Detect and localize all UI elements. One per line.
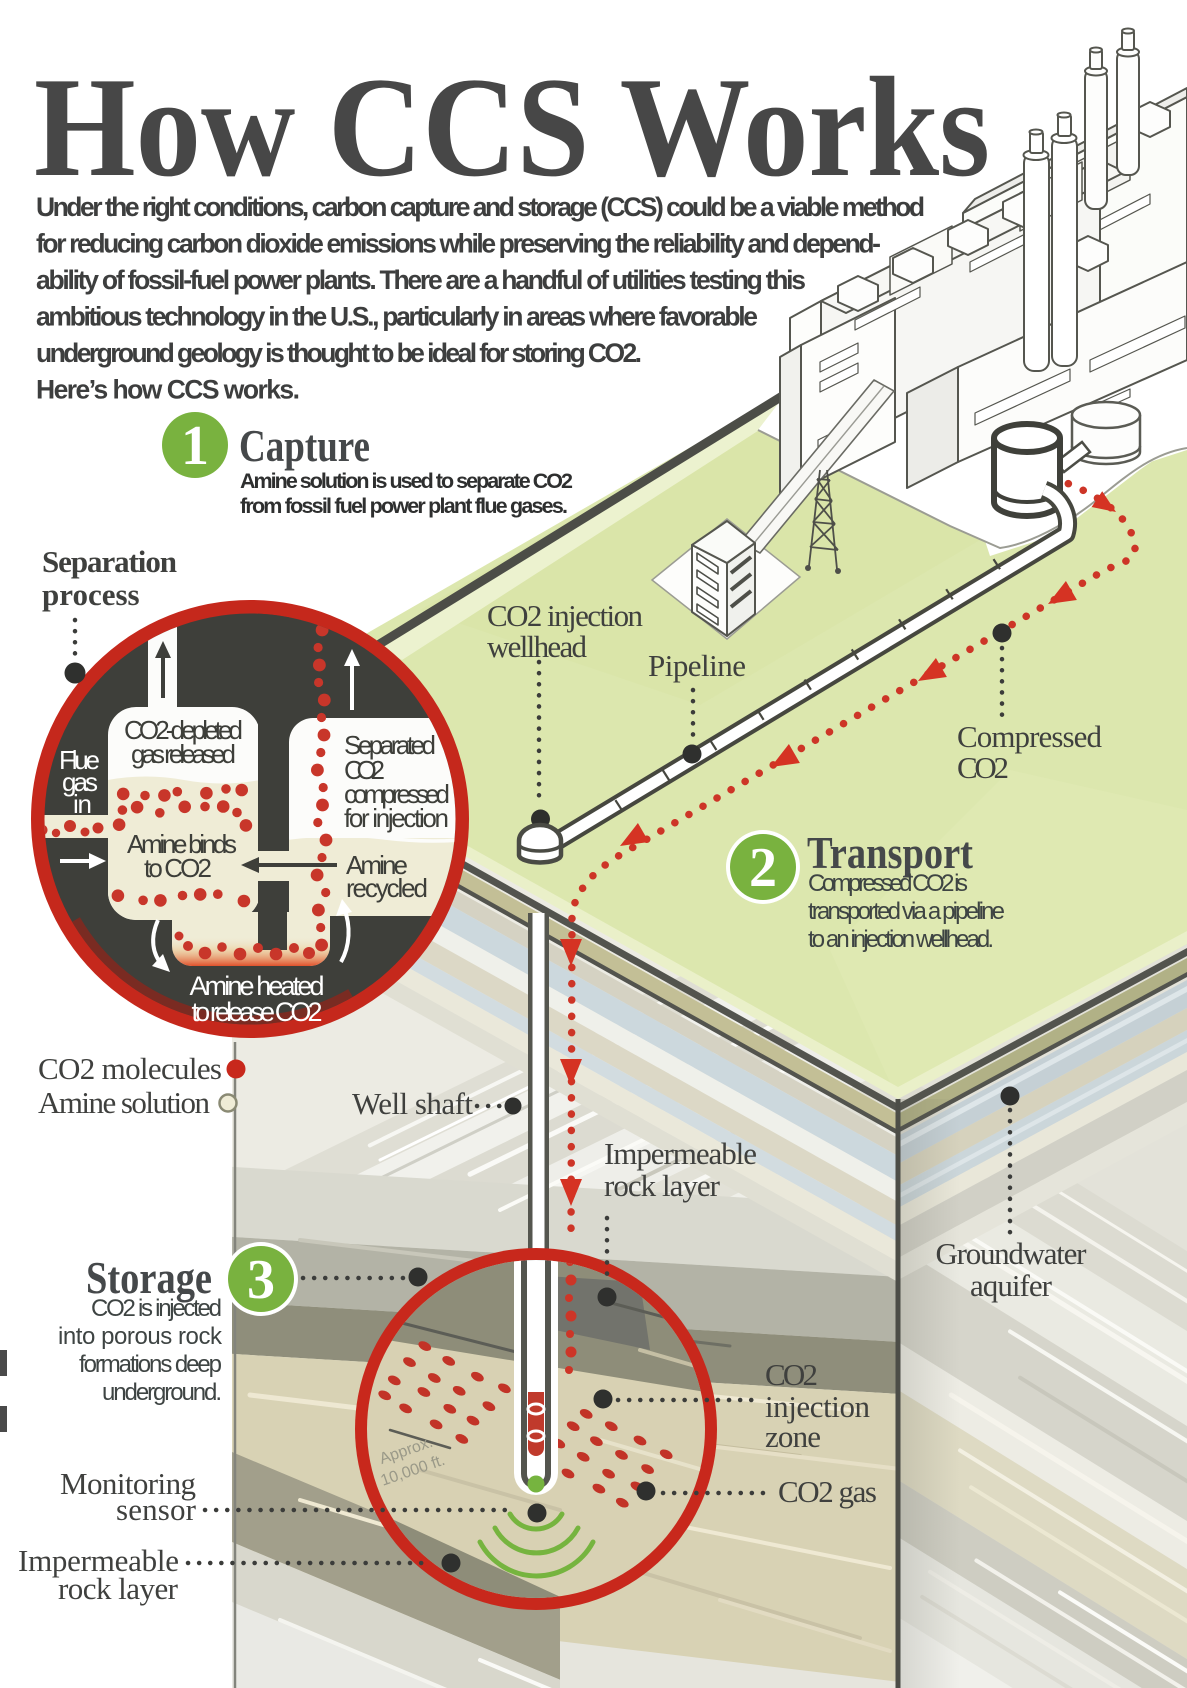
svg-text:CO2-depleted: CO2-depleted xyxy=(124,715,243,745)
svg-text:CO2 gas: CO2 gas xyxy=(778,1474,877,1509)
svg-text:Impermeable: Impermeable xyxy=(604,1136,757,1171)
svg-text:to an injection wellhead.: to an injection wellhead. xyxy=(808,926,994,953)
svg-text:Amine: Amine xyxy=(346,850,408,880)
svg-text:underground geology is thought: underground geology is thought to be ide… xyxy=(36,338,642,368)
svg-text:Amine solution: Amine solution xyxy=(38,1085,211,1120)
svg-text:CO2: CO2 xyxy=(957,750,1009,785)
svg-text:formations deep: formations deep xyxy=(79,1351,222,1378)
svg-text:zone: zone xyxy=(765,1419,821,1454)
svg-text:into porous rock: into porous rock xyxy=(58,1323,223,1350)
svg-text:wellhead: wellhead xyxy=(487,629,588,664)
svg-text:CO2 molecules: CO2 molecules xyxy=(38,1051,222,1086)
svg-text:to CO2: to CO2 xyxy=(144,853,212,883)
svg-text:process: process xyxy=(42,577,140,612)
svg-text:recycled: recycled xyxy=(346,873,428,903)
svg-text:in: in xyxy=(73,789,92,819)
svg-text:Impermeable: Impermeable xyxy=(18,1543,179,1578)
svg-text:transported via a pipeline: transported via a pipeline xyxy=(808,898,1005,925)
svg-text:Here’s how CCS works.: Here’s how CCS works. xyxy=(36,375,300,405)
svg-text:Separation: Separation xyxy=(42,544,177,579)
svg-text:Amine solution is used to sepa: Amine solution is used to separate CO2 xyxy=(240,469,573,493)
svg-text:Compressed: Compressed xyxy=(957,719,1103,754)
svg-text:gas released: gas released xyxy=(131,739,236,769)
svg-text:to release CO2: to release CO2 xyxy=(192,997,323,1027)
svg-text:Separated: Separated xyxy=(344,730,436,760)
svg-text:from fossil fuel power plant f: from fossil fuel power plant flue gases. xyxy=(240,494,568,518)
svg-text:Groundwater: Groundwater xyxy=(936,1236,1088,1271)
svg-text:ambitious technology in the U.: ambitious technology in the U.S., partic… xyxy=(36,302,758,332)
svg-text:aquifer: aquifer xyxy=(970,1268,1053,1303)
svg-text:Pipeline: Pipeline xyxy=(648,648,746,683)
svg-text:Storage: Storage xyxy=(86,1252,212,1303)
svg-text:Amine heated: Amine heated xyxy=(190,971,325,1001)
svg-text:sensor: sensor xyxy=(116,1492,197,1527)
svg-text:compressed: compressed xyxy=(344,779,450,809)
svg-text:CO2: CO2 xyxy=(344,755,385,785)
svg-text:1: 1 xyxy=(181,415,209,477)
svg-text:underground.: underground. xyxy=(102,1379,222,1406)
svg-text:CO2 injection: CO2 injection xyxy=(487,598,644,633)
svg-text:2: 2 xyxy=(749,837,777,899)
svg-text:for injection: for injection xyxy=(344,803,449,833)
svg-text:ability of fossil-fuel power p: ability of fossil-fuel power plants. The… xyxy=(36,265,806,295)
svg-text:rock layer: rock layer xyxy=(58,1571,179,1606)
svg-text:Compressed CO2 is: Compressed CO2 is xyxy=(808,870,968,897)
svg-text:CO2: CO2 xyxy=(765,1357,818,1392)
svg-text:gas: gas xyxy=(62,767,98,797)
svg-text:injection: injection xyxy=(765,1389,871,1424)
svg-text:CO2 is injected: CO2 is injected xyxy=(91,1295,222,1322)
svg-text:3: 3 xyxy=(247,1249,275,1311)
svg-text:for reducing carbon dioxide em: for reducing carbon dioxide emissions wh… xyxy=(36,229,881,259)
svg-text:How CCS Works: How CCS Works xyxy=(34,48,990,206)
svg-text:Amine binds: Amine binds xyxy=(127,829,237,859)
svg-text:Capture: Capture xyxy=(239,420,370,471)
svg-text:Flue: Flue xyxy=(59,745,100,775)
svg-text:Well shaft: Well shaft xyxy=(352,1086,473,1121)
svg-text:Under the right conditions, ca: Under the right conditions, carbon captu… xyxy=(36,192,925,222)
svg-text:Monitoring: Monitoring xyxy=(60,1466,196,1501)
svg-text:rock layer: rock layer xyxy=(604,1168,721,1203)
svg-text:Transport: Transport xyxy=(807,827,974,878)
